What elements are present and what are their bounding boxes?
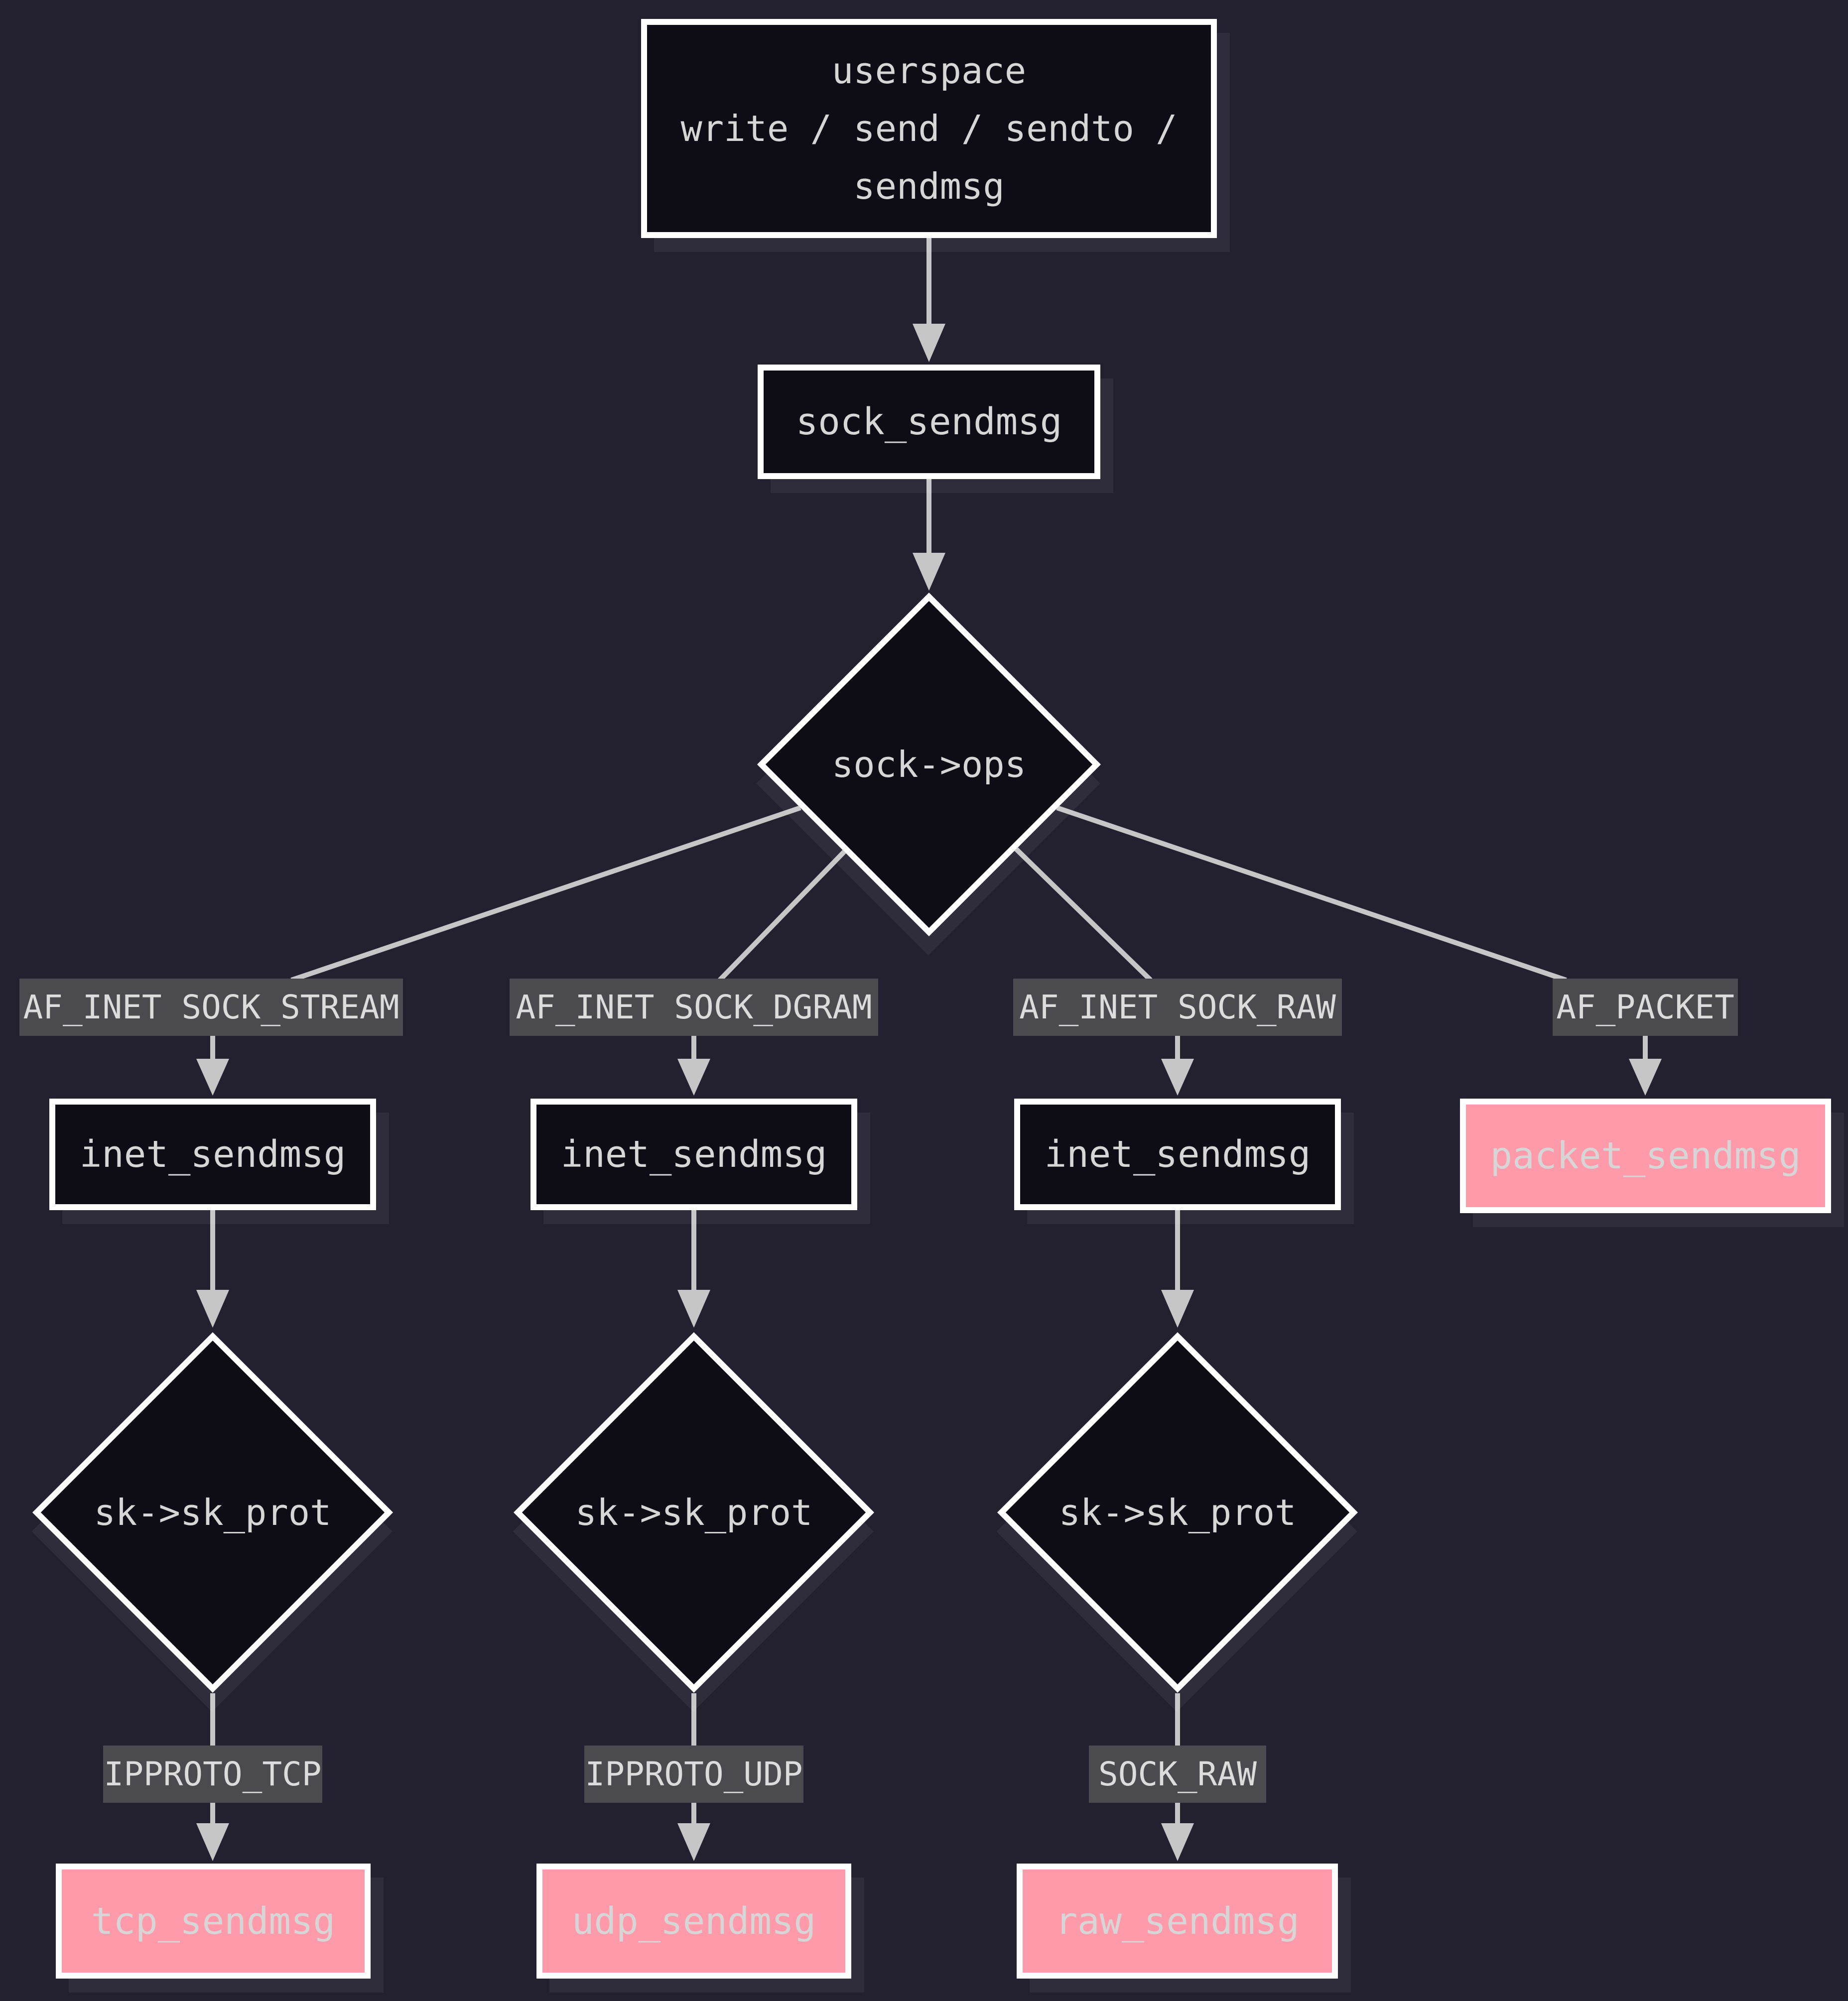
node-tcp-sendmsg: tcp_sendmsg [56,1864,371,1979]
node-inet-sendmsg-raw-label: inet_sendmsg [1044,1133,1311,1176]
edge-inet-stream-to-skprot [196,1210,229,1328]
node-tcp-sendmsg-label: tcp_sendmsg [91,1899,336,1943]
edge-label-sock-raw: SOCK_RAW [1089,1746,1266,1803]
edge-label-af-inet-sock-stream: AF_INET SOCK_STREAM [19,979,403,1036]
node-sock-sendmsg: sock_sendmsg [758,365,1100,479]
node-inet-sendmsg-stream: inet_sendmsg [49,1099,376,1210]
node-inet-sendmsg-dgram-label: inet_sendmsg [560,1133,827,1176]
edge-label-af-packet: AF_PACKET [1553,979,1738,1036]
node-userspace-text: userspace write / send / sendto / sendms… [681,42,1178,215]
userspace-line3: sendmsg [853,165,1005,207]
node-raw-sendmsg: raw_sendmsg [1017,1864,1338,1979]
edge-inet-raw-to-skprot [1161,1210,1194,1328]
node-udp-sendmsg: udp_sendmsg [536,1864,851,1979]
edge-sock-ops-to-packet [1056,805,1567,983]
edge-raw-label-to-inet [1161,1036,1194,1096]
edge-sock-ops-to-dgram [718,850,846,982]
edge-label-af-inet-sock-dgram: AF_INET SOCK_DGRAM [510,979,878,1036]
edge-userspace-to-sock-sendmsg [913,238,945,362]
edge-inet-dgram-to-skprot [677,1210,710,1328]
node-userspace: userspace write / send / sendto / sendms… [641,19,1217,238]
edge-label-ipproto-udp: IPPROTO_UDP [584,1746,803,1803]
edge-sock-ops-to-stream [290,805,801,983]
userspace-line1: userspace [831,50,1027,92]
node-packet-sendmsg: packet_sendmsg [1460,1099,1831,1213]
node-udp-sendmsg-label: udp_sendmsg [571,1899,816,1943]
node-sock-sendmsg-label: sock_sendmsg [795,400,1062,443]
node-inet-sendmsg-dgram: inet_sendmsg [530,1099,857,1210]
userspace-line2: write / send / sendto / [680,108,1178,149]
node-packet-sendmsg-label: packet_sendmsg [1490,1134,1801,1177]
edge-sock-ops-to-raw [1014,847,1153,982]
node-inet-sendmsg-stream-label: inet_sendmsg [79,1133,346,1176]
edge-label-af-inet-sock-raw: AF_INET SOCK_RAW [1013,979,1342,1036]
edge-stream-label-to-inet [196,1036,229,1096]
node-inet-sendmsg-raw: inet_sendmsg [1014,1099,1341,1210]
edge-packet-label-to-packet-sendmsg [1629,1036,1662,1096]
node-raw-sendmsg-label: raw_sendmsg [1055,1899,1300,1943]
edge-dgram-label-to-inet [677,1036,710,1096]
edge-sock-sendmsg-to-sock-ops [913,479,945,591]
edge-label-ipproto-tcp: IPPROTO_TCP [103,1746,322,1803]
